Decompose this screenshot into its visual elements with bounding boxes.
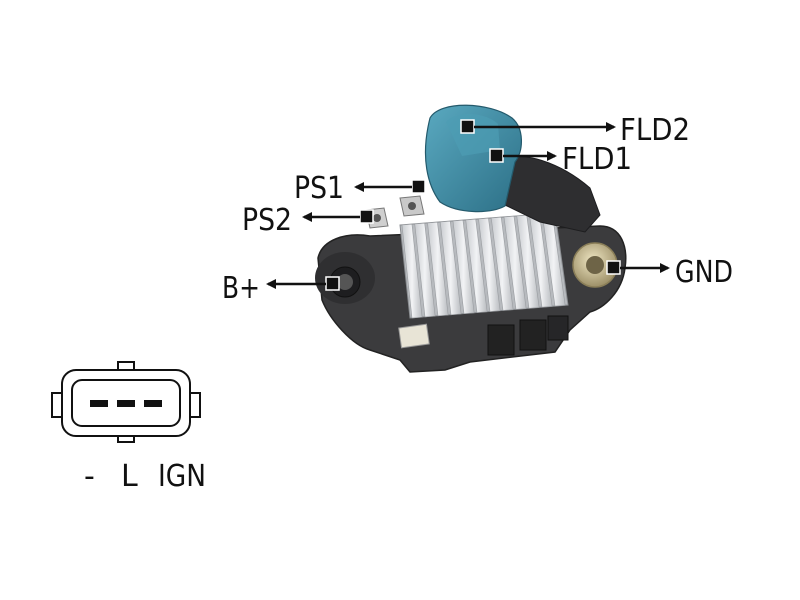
pin-minus-slot: [90, 400, 108, 407]
fld1-marker: [489, 148, 504, 163]
pin-ign-label: IGN: [158, 459, 206, 494]
callouts: [266, 119, 670, 291]
ps2-label: PS2: [242, 203, 292, 238]
lower-sockets: [398, 315, 569, 356]
ps1-marker: [411, 179, 426, 194]
blue-field-cap: [424, 104, 522, 213]
b-plus-marker: [325, 276, 340, 291]
gnd-bushing: [572, 242, 618, 288]
heatsink-fin: [478, 217, 501, 312]
heatsink-fin: [516, 214, 540, 309]
pin-minus-label: -: [84, 459, 95, 494]
pin-ign-slot: [144, 400, 162, 407]
heatsink-fin: [427, 221, 449, 317]
fld2-marker: [460, 119, 475, 134]
ps1-label: PS1: [294, 171, 344, 206]
heatsink: [399, 212, 569, 319]
ps2-marker: [359, 209, 374, 224]
heatsink-fin: [465, 218, 488, 313]
heatsink-fin: [439, 220, 462, 316]
regulator-body: [315, 104, 627, 373]
connector-pin-labels: - L IGN: [84, 459, 206, 494]
b-plus-label: B+: [222, 271, 260, 306]
heatsink-fin: [401, 223, 423, 319]
heatsink-fin: [490, 216, 514, 311]
fld2-label: FLD2: [620, 113, 690, 148]
connector-outline: [51, 361, 201, 443]
pin-l-label: L: [121, 459, 138, 494]
ps-terminal-tabs: [365, 195, 425, 229]
pin-l-slot: [117, 400, 135, 407]
heatsink-fin: [414, 222, 436, 318]
heatsink-fin: [452, 219, 475, 314]
gnd-label: GND: [675, 255, 733, 290]
fld1-label: FLD1: [562, 142, 632, 177]
terminal-labels: FLD2 FLD1 PS1 PS2 B+ GND: [222, 113, 733, 306]
heatsink-fin: [503, 215, 527, 310]
gnd-marker: [606, 260, 621, 275]
